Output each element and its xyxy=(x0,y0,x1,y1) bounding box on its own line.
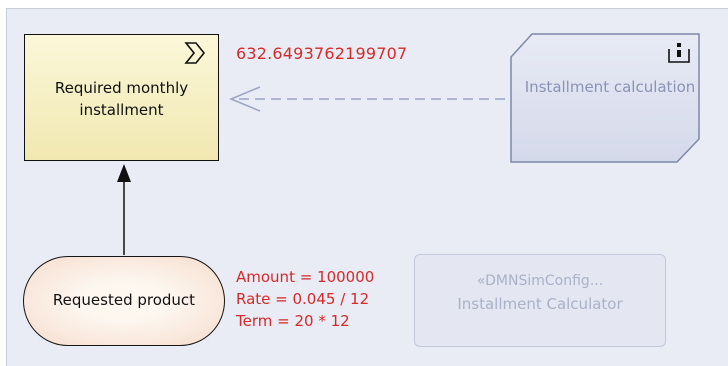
input-value-amount: Amount = 100000 xyxy=(236,268,375,286)
simulation-config-stereotype: «DMNSimConfig... xyxy=(476,273,604,289)
knowledge-model-label: Installment calculation xyxy=(524,78,696,96)
simulation-config-name: Installment Calculator xyxy=(457,295,623,313)
simulation-config-element[interactable]: «DMNSimConfig... Installment Calculator xyxy=(414,254,666,347)
input-value-term: Term = 20 * 12 xyxy=(236,312,350,330)
decision-icon xyxy=(184,42,206,64)
input-data-label: Requested product xyxy=(52,291,196,309)
business-knowledge-model-node[interactable]: Installment calculation xyxy=(510,33,700,163)
decision-label: Required monthly installment xyxy=(54,79,189,119)
decision-result-value: 632.6493762199707 xyxy=(236,44,408,63)
information-requirement-arrowhead xyxy=(117,164,131,182)
knowledge-requirement-arrowhead xyxy=(229,86,261,112)
input-values-list: Amount = 100000 Rate = 0.045 / 12 Term =… xyxy=(236,266,374,332)
knowledge-model-icon xyxy=(668,43,690,63)
input-data-node[interactable]: Requested product xyxy=(23,256,225,346)
decision-node[interactable]: Required monthly installment xyxy=(24,34,219,161)
business-knowledge-model-shape xyxy=(510,33,700,163)
input-value-rate: Rate = 0.045 / 12 xyxy=(236,290,370,308)
